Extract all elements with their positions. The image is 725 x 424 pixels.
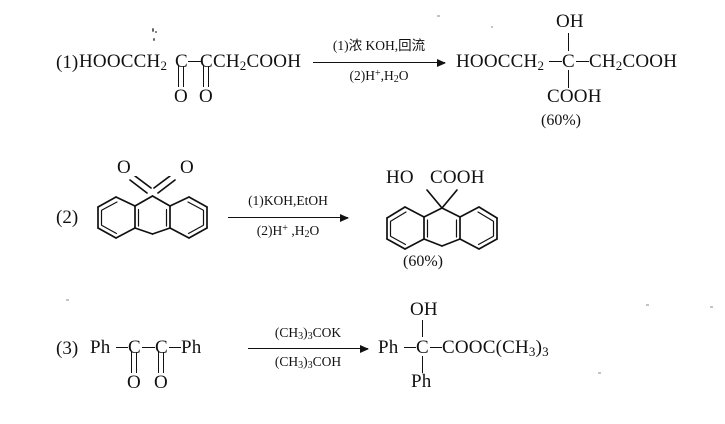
reaction-1-condition-top: (1)浓 KOH,回流 bbox=[332, 38, 426, 53]
product-3-phenyl-down: Ph bbox=[411, 371, 432, 392]
bond-center-oh bbox=[568, 33, 569, 51]
scan-noise bbox=[491, 26, 493, 28]
bond-ph-c1 bbox=[116, 347, 128, 348]
reaction-2-number: (2) bbox=[56, 207, 79, 228]
reaction-1-arrow bbox=[313, 58, 446, 67]
bond-left-center bbox=[549, 61, 562, 62]
reactant-2-oxygen-left: O bbox=[117, 157, 131, 178]
reactant-1-oxygen-left: O bbox=[174, 86, 188, 107]
bond-c1-c2 bbox=[142, 347, 155, 348]
reactant-3-carbonyl-c1: C bbox=[128, 337, 141, 358]
bond-ph-center bbox=[404, 347, 416, 348]
reaction-1-number: (1) bbox=[56, 52, 79, 73]
product-3-central-carbon: C bbox=[416, 337, 429, 358]
double-bond-c2-o bbox=[163, 352, 164, 373]
double-bond-c1-o bbox=[178, 66, 179, 87]
bond-c2-ph bbox=[169, 347, 181, 348]
product-1-central-carbon: C bbox=[562, 51, 575, 72]
product-1-hydroxyl: OH bbox=[556, 11, 584, 32]
reactant-1-right-fragment: CH2COOH bbox=[213, 51, 302, 73]
product-1-left-fragment: HOOCCH2 bbox=[456, 51, 545, 73]
reactant-1-carbonyl-c2: C bbox=[200, 51, 213, 72]
phenanthrenequinone-structure bbox=[95, 176, 210, 248]
product-1-carboxyl: COOH bbox=[547, 86, 602, 107]
hydroxyfluorene-carboxylic-acid-structure bbox=[383, 186, 501, 258]
reaction-3-condition-bottom: (CH3)3COH bbox=[274, 354, 342, 371]
scan-noise bbox=[710, 306, 713, 308]
reactant-3-oxygen-left: O bbox=[127, 372, 141, 393]
double-bond-c1-o bbox=[183, 66, 184, 87]
scan-noise bbox=[437, 15, 440, 17]
product-2-carboxyl: COOH bbox=[430, 167, 485, 188]
reactant-1-oxygen-right: O bbox=[199, 86, 213, 107]
bond-center-ph bbox=[422, 356, 423, 373]
reaction-3-condition-top: (CH3)3COK bbox=[274, 325, 342, 342]
reactant-1-left-fragment: HOOCCH2 bbox=[79, 51, 168, 73]
product-2-hydroxyl: HO bbox=[386, 167, 414, 188]
reactant-3-phenyl-left: Ph bbox=[90, 337, 111, 358]
reactant-3-phenyl-right: Ph bbox=[181, 337, 202, 358]
double-bond-c2-o bbox=[158, 352, 159, 373]
reactant-3-oxygen-right: O bbox=[154, 372, 168, 393]
reactant-1-carbonyl-c1: C bbox=[175, 51, 188, 72]
scan-noise bbox=[646, 304, 649, 306]
reaction-3-number: (3) bbox=[56, 338, 79, 359]
reaction-2-arrow bbox=[228, 213, 349, 222]
bond-center-ester bbox=[430, 347, 442, 348]
double-bond-c1-o bbox=[136, 352, 137, 373]
scan-noise bbox=[66, 299, 69, 301]
reaction-2-yield: (60%) bbox=[403, 253, 443, 270]
double-bond-c1-o bbox=[131, 352, 132, 373]
product-3-phenyl-left: Ph bbox=[378, 337, 399, 358]
reaction-2-condition-top: (1)KOH,EtOH bbox=[248, 193, 328, 208]
bond-c1-c2 bbox=[188, 61, 201, 62]
reactant-2-oxygen-right: O bbox=[180, 157, 194, 178]
double-bond-c2-o bbox=[203, 66, 204, 87]
reaction-2-condition-bottom: (2)H+ ,H2O bbox=[256, 223, 320, 240]
double-bond-c2-o bbox=[208, 66, 209, 87]
bond-center-right bbox=[576, 61, 589, 62]
reactant-3-carbonyl-c2: C bbox=[155, 337, 168, 358]
bond-center-oh bbox=[422, 320, 423, 337]
product-3-ester-group: COOC(CH3)3 bbox=[442, 337, 549, 359]
product-1-right-fragment: CH2COOH bbox=[589, 51, 678, 73]
scan-speck bbox=[155, 31, 157, 33]
scan-noise bbox=[598, 372, 601, 374]
scan-speck bbox=[153, 38, 155, 41]
bond-center-cooh bbox=[568, 70, 569, 88]
product-3-hydroxyl: OH bbox=[410, 299, 438, 320]
scan-speck bbox=[152, 28, 154, 32]
reaction-1-condition-bottom: (2)H+,H2O bbox=[349, 68, 409, 85]
reaction-1-yield: (60%) bbox=[541, 112, 581, 129]
reaction-3-arrow bbox=[248, 344, 369, 353]
